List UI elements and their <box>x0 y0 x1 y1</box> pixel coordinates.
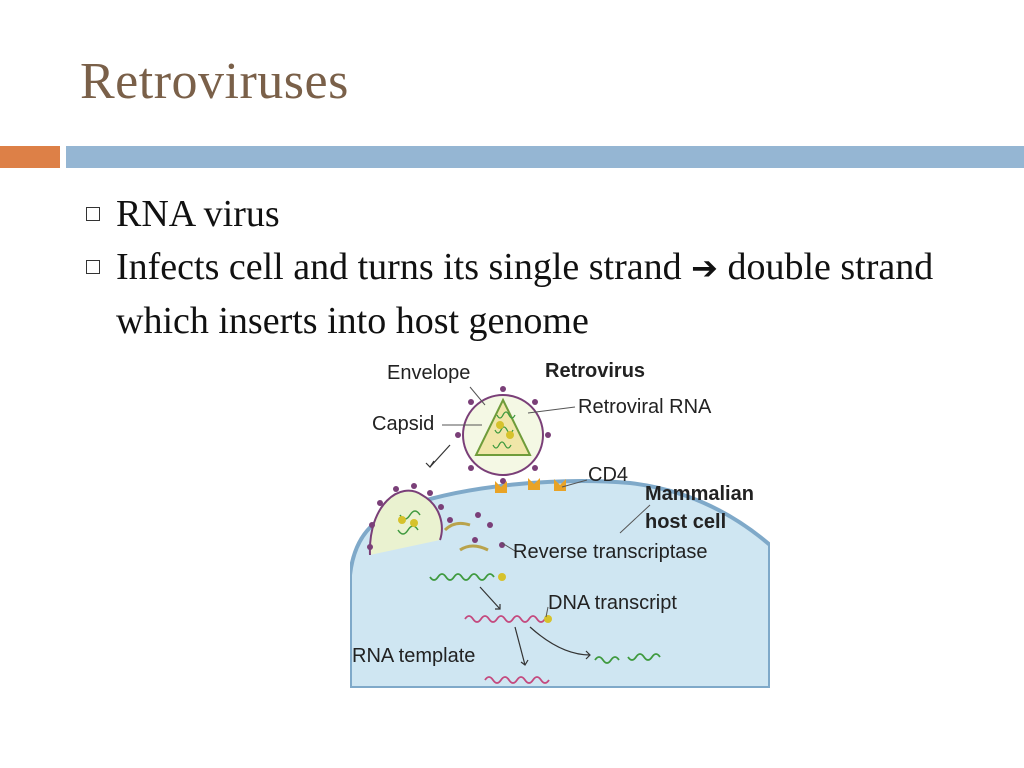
accent-bar-blue <box>66 146 1024 168</box>
label-retroviral-rna: Retroviral RNA <box>578 396 712 418</box>
bullet-item: Infects cell and turns its single strand… <box>84 241 964 348</box>
label-capsid: Capsid <box>372 413 434 435</box>
label-envelope: Envelope <box>387 362 470 384</box>
label-rna-template: RNA template <box>352 645 475 667</box>
right-arrow-icon: ➔ <box>691 249 718 287</box>
label-dna-transcript: DNA transcript <box>548 592 677 614</box>
label-host-cell: host cell <box>645 511 726 533</box>
rna-template-strand <box>484 676 550 684</box>
process-arrows <box>425 444 591 666</box>
label-retrovirus: Retrovirus <box>545 360 645 382</box>
square-bullet-icon <box>86 260 100 274</box>
rna-strand <box>429 573 495 581</box>
retrovirus-diagram: Envelope Retrovirus Retroviral RNA Capsi… <box>350 360 770 688</box>
budding-virion <box>368 489 443 556</box>
new-rna-strands <box>594 653 661 664</box>
bullet-text: RNA virus <box>116 193 280 235</box>
retrovirus-particle <box>462 394 544 476</box>
bullet-item: RNA virus <box>84 188 964 241</box>
reverse-transcriptase-molecules <box>447 512 505 548</box>
square-bullet-icon <box>86 207 100 221</box>
bullet-list: RNA virus Infects cell and turns its sin… <box>84 188 964 348</box>
bullet-text-continued: double strand which inserts into host ge… <box>116 246 934 342</box>
label-cd4: CD4 <box>588 464 628 486</box>
slide-title: Retroviruses <box>80 53 349 110</box>
dna-transcript-strand <box>464 615 546 623</box>
label-mammalian: Mammalian <box>645 483 754 505</box>
accent-bar-orange <box>0 146 60 168</box>
label-reverse-transcriptase: Reverse transcriptase <box>513 541 708 563</box>
budding-spikes <box>367 483 444 550</box>
leader-lines <box>442 386 651 618</box>
bullet-text: Infects cell and turns its single strand <box>116 246 682 288</box>
cd4-receptors <box>495 478 566 493</box>
virion-spikes <box>455 386 551 484</box>
